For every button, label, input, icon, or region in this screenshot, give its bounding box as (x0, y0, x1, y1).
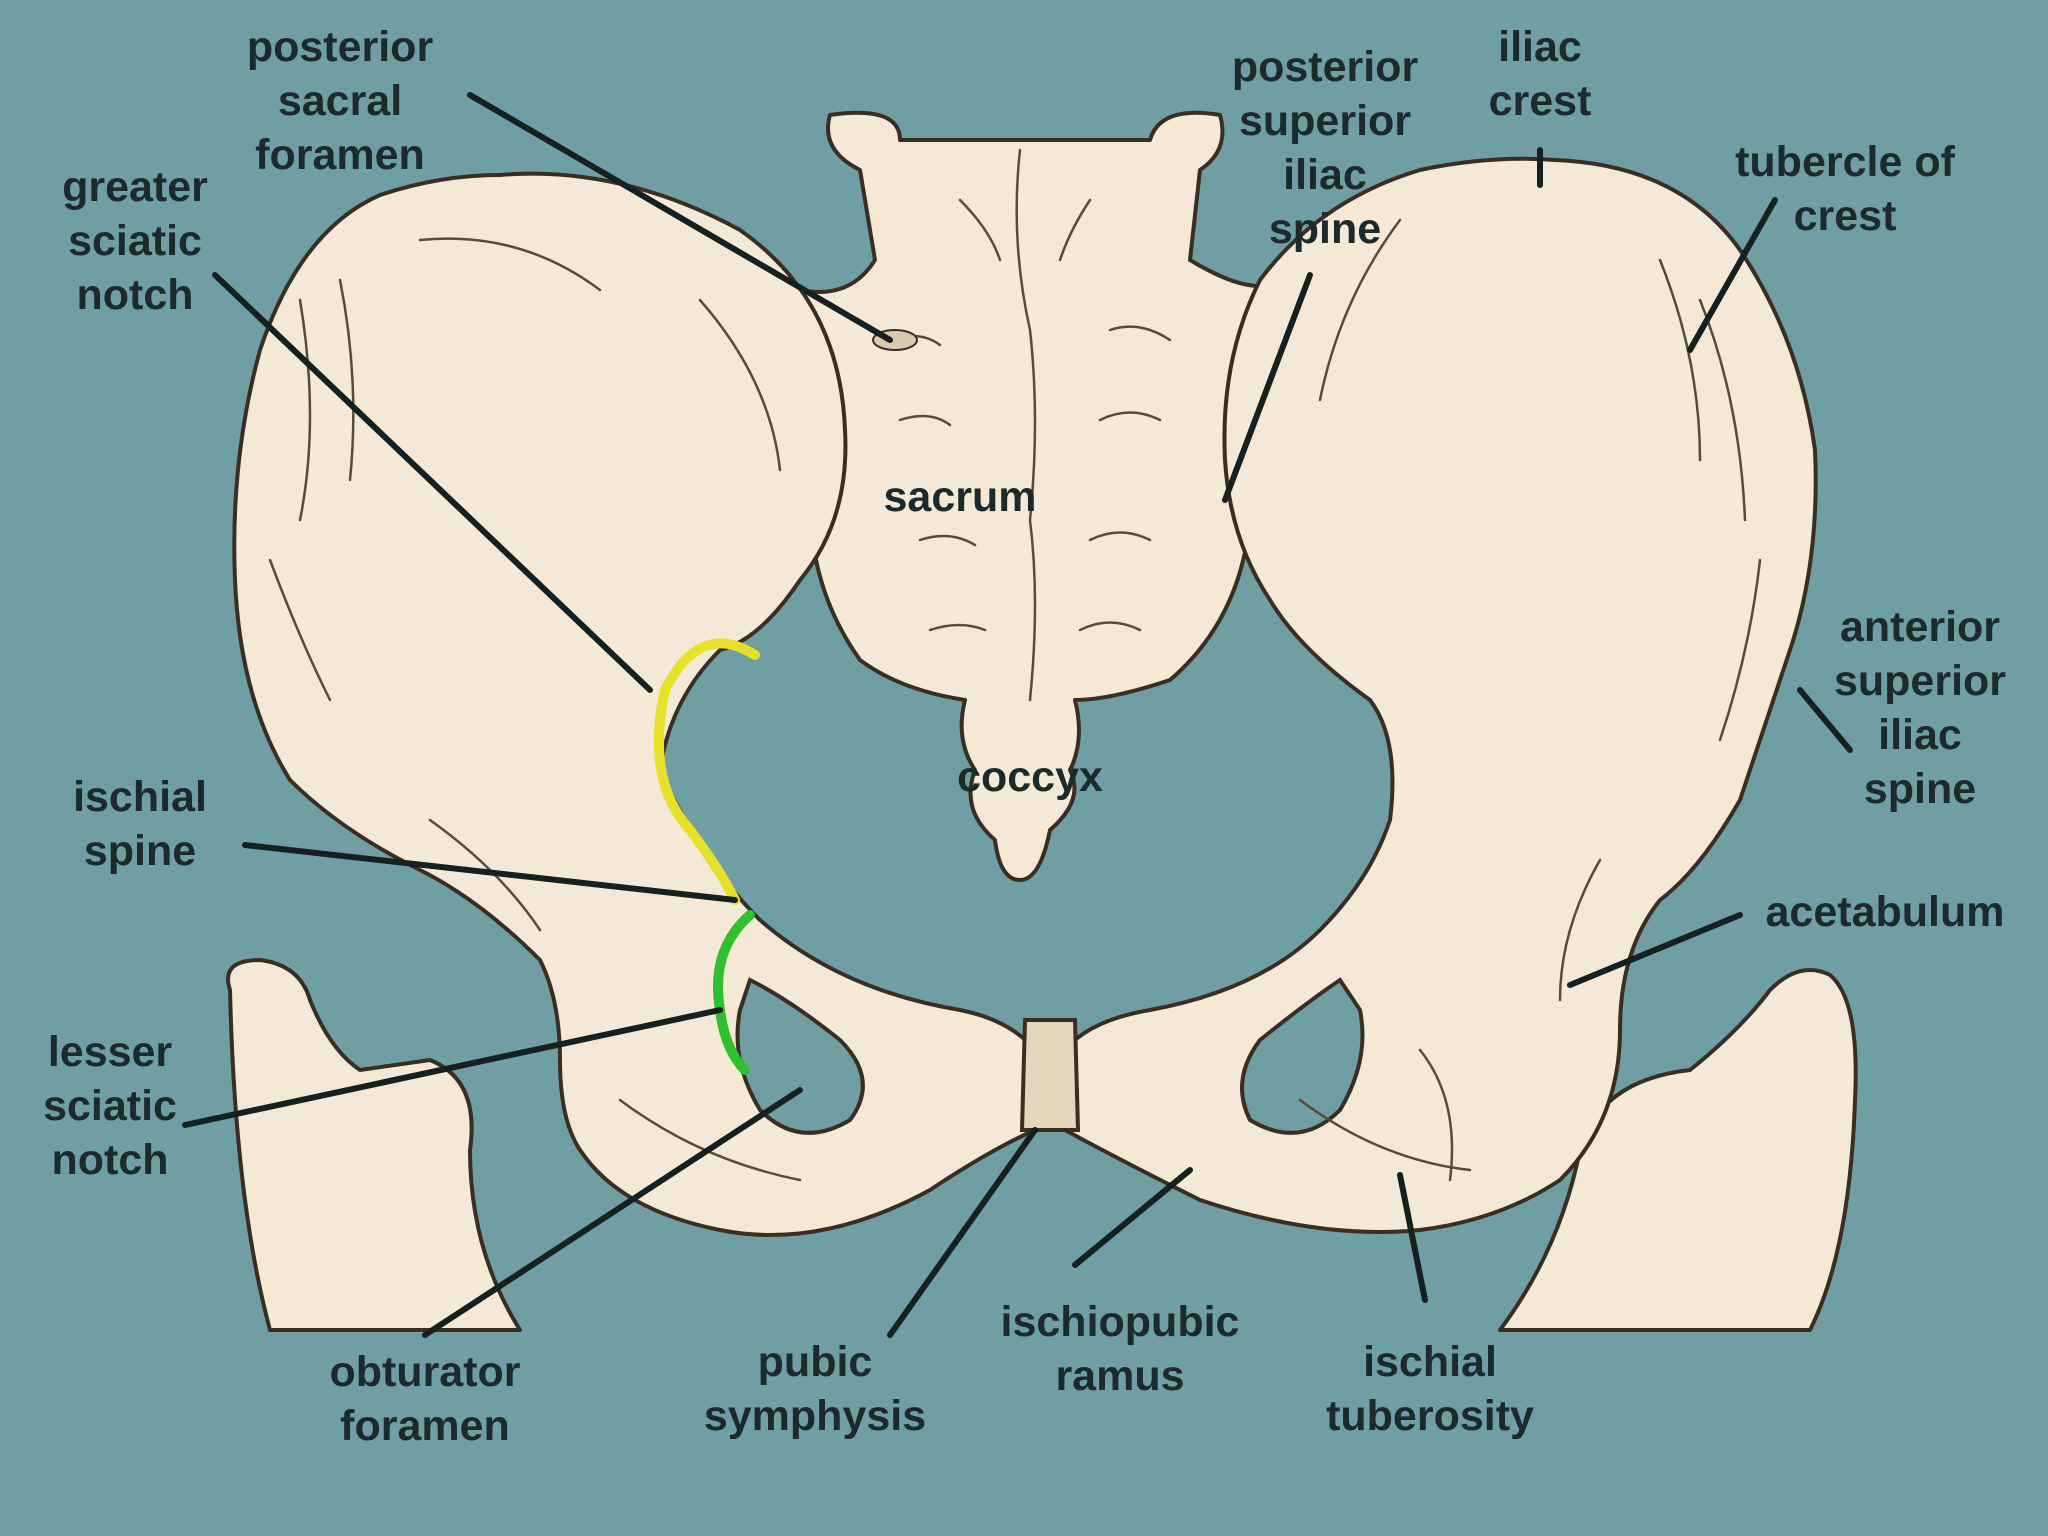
sacrum-detail (872, 148, 1172, 702)
left-hip-bone (232, 171, 1037, 1237)
label-tubercle-of-crest: tubercle of crest (1735, 138, 1955, 240)
label-greater-sciatic-notch: greater sciatic notch (62, 163, 208, 319)
label-ischial-tuberosity: ischial tuberosity (1326, 1338, 1534, 1440)
label-sacrum: sacrum (883, 473, 1037, 521)
label-anterior-superior-iliac-spine: anterior superior iliac spine (1833, 603, 2007, 813)
leader-lines (182, 92, 1853, 1338)
label-iliac-crest: iliac crest (1488, 23, 1592, 125)
label-pubic-symphysis: pubic symphysis (703, 1338, 927, 1440)
label-ischiopubic-ramus: ischiopubic ramus (1000, 1298, 1240, 1400)
label-ischial-spine: ischial spine (73, 773, 207, 875)
label-posterior-superior-iliac-spine: posterior superior iliac spine (1231, 43, 1419, 253)
label-posterior-sacral-foramen: posterior sacral foramen (246, 23, 434, 179)
label-coccyx: coccyx (957, 753, 1103, 801)
left-femur (226, 958, 522, 1332)
label-acetabulum: acetabulum (1765, 888, 2005, 936)
greater-sciatic-notch-highlight (653, 638, 760, 905)
pubic-symphysis-shape (1019, 1018, 1081, 1132)
right-obturator-foramen-shape (1240, 977, 1365, 1135)
label-obturator-foramen: obturator foramen (329, 1348, 521, 1450)
label-lesser-sciatic-notch: lesser sciatic notch (43, 1028, 177, 1184)
